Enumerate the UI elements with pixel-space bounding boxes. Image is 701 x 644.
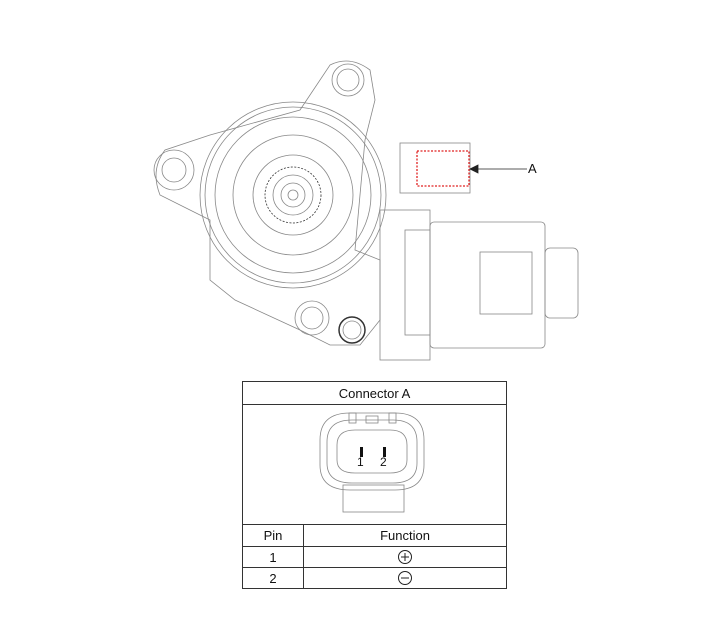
pin-1-number: 1 — [357, 455, 364, 469]
motor-body — [379, 142, 579, 361]
table-row: 2 — [242, 567, 507, 589]
plus-circle-icon — [398, 550, 412, 565]
arrow-head-icon — [469, 164, 479, 174]
pin-2-number: 2 — [380, 455, 387, 469]
pin-cell: 1 — [242, 546, 304, 568]
minus-circle-icon — [398, 571, 412, 586]
table-title: Connector A — [242, 381, 507, 405]
table-row: 1 — [242, 546, 507, 568]
header-function: Function — [303, 524, 507, 547]
pin-cell: 2 — [242, 567, 304, 589]
gear-assembly — [199, 101, 387, 289]
header-pin: Pin — [242, 524, 304, 547]
connector-image-cell — [242, 404, 507, 525]
connector-table: Connector A Pin Function 1 2 — [242, 381, 507, 589]
connector-a-highlight — [416, 150, 470, 187]
motor-housing — [153, 60, 381, 346]
callout-label: A — [528, 161, 537, 176]
